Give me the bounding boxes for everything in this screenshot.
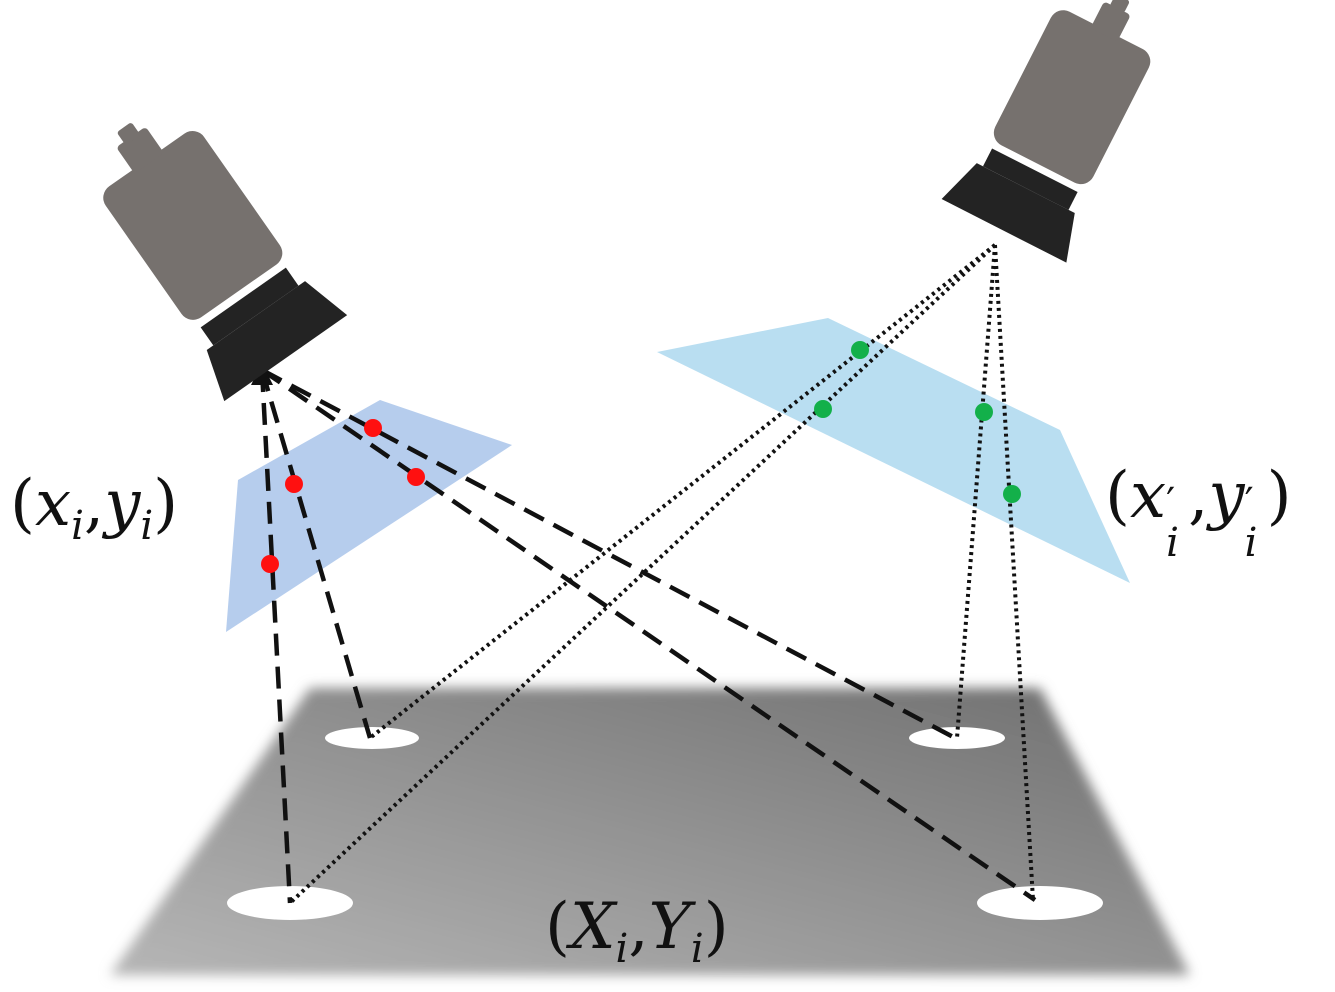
x-symbol: x (1129, 459, 1167, 533)
comma: , (83, 467, 105, 541)
right-ray-to-back-right (955, 244, 997, 739)
left-projected-point (285, 475, 303, 493)
target-marker-back-left (325, 727, 419, 749)
left-ray-to-front-left (259, 369, 293, 904)
right-camera-rays (288, 243, 1035, 905)
comma: , (1188, 459, 1209, 533)
left-camera-icon (103, 123, 348, 402)
x-subscript: i (615, 925, 629, 972)
y-prime: ′ (1244, 480, 1254, 526)
left-camera-collar (200, 267, 299, 346)
right-ray-to-front-right (993, 244, 1035, 901)
world-point-label: (Xi,Yi) (545, 895, 729, 969)
left-camera-rays (259, 368, 1037, 904)
y-subscript: i (140, 502, 154, 549)
left-ray-to-front-right (260, 368, 1037, 902)
right-projected-point (814, 400, 832, 418)
x-symbol: X (569, 890, 616, 964)
left-projected-point (364, 419, 382, 437)
paren-close: ) (1266, 459, 1292, 533)
x-prime: ′ (1166, 480, 1176, 526)
right-camera-collar (983, 148, 1078, 210)
y-subscript: i (1244, 520, 1258, 566)
left-camera-lens (206, 281, 348, 402)
left-camera-body (103, 130, 283, 320)
right-projected-point (851, 341, 869, 359)
y-symbol: y (1208, 459, 1245, 533)
left-projected-point (261, 555, 279, 573)
paren-close: ) (153, 467, 179, 541)
paren-open: ( (545, 890, 570, 964)
left-projected-point (407, 468, 425, 486)
right-camera-lens (941, 163, 1075, 263)
comma: , (628, 890, 649, 964)
right-camera-icon (941, 0, 1151, 263)
right-projected-point (1003, 485, 1021, 503)
x-subscript: i (1166, 520, 1179, 566)
left-projected-points (261, 419, 425, 573)
right-image-plane (657, 318, 1130, 583)
right-camera-body (993, 10, 1151, 185)
right-camera-knob-tip (1110, 0, 1130, 13)
right-projected-points (814, 341, 1021, 503)
right-camera-knob (1091, 2, 1130, 41)
target-marker-back-right (909, 727, 1005, 749)
right-projected-point (975, 403, 993, 421)
y-subscript: i (690, 925, 704, 972)
left-camera-knob-tip (117, 123, 140, 145)
y-symbol: Y (648, 890, 691, 964)
paren-open: ( (10, 467, 35, 541)
left-image-plane (226, 400, 512, 632)
x-subscript: i (71, 502, 84, 549)
paren-open: ( (1105, 459, 1130, 533)
y-symbol: y (104, 467, 141, 541)
ground-plane (110, 688, 1190, 975)
right-image-point-label: (x′i,y′i) (1105, 464, 1292, 563)
x-symbol: x (34, 467, 72, 541)
paren-close: ) (703, 890, 729, 964)
right-ray-to-back-left (368, 243, 997, 740)
target-marker-front-right (977, 886, 1103, 920)
left-image-point-label: (xi,yi) (10, 472, 178, 546)
